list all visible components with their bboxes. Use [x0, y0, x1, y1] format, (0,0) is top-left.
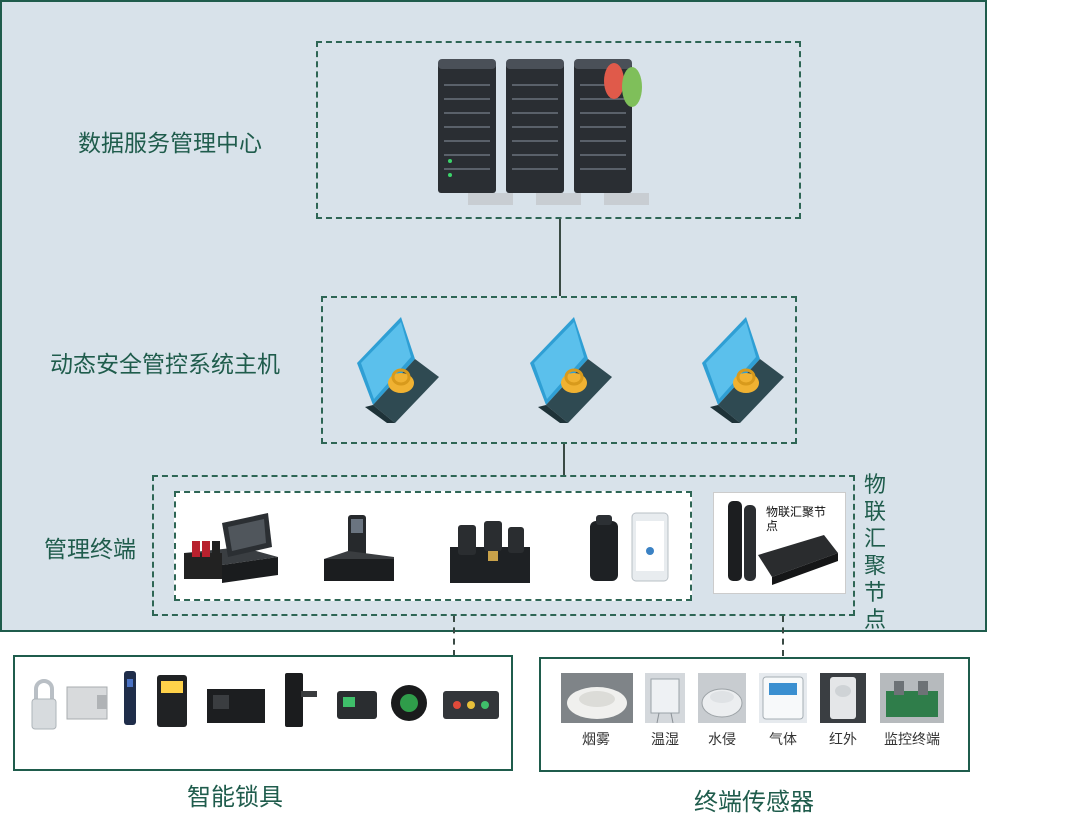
connector-line-2 — [563, 444, 565, 476]
handle-lock-icon — [285, 673, 317, 727]
panel-lock-icon — [157, 675, 187, 727]
switch-lock-icon — [443, 691, 499, 719]
water-sensor-icon — [698, 673, 746, 723]
cabinet-lock-icon — [337, 691, 377, 719]
temp-humidity-sensor-icon — [645, 673, 685, 723]
sensors-box: 烟雾 温湿 水侵 气体 红外 — [539, 657, 970, 772]
smart-locks-box — [13, 655, 513, 771]
padlock-icon — [31, 679, 57, 730]
charging-dock-icon — [184, 513, 278, 583]
round-lock-icon — [391, 685, 427, 721]
sensor-item-temp-humidity: 温湿 — [645, 673, 685, 749]
laptop-lock-icon — [357, 317, 439, 423]
sensor-label: 气体 — [769, 732, 797, 748]
data-center-box — [316, 41, 801, 219]
sensor-label: 监控终端 — [884, 732, 940, 748]
bar-lock-icon — [124, 671, 136, 725]
connector-sensors — [782, 616, 784, 656]
tier-label-mgmt-terminal: 管理终端 — [44, 537, 136, 563]
iot-gateway-icon — [728, 501, 838, 585]
sensor-label: 水侵 — [708, 732, 736, 748]
laptop-lock-icon — [530, 317, 612, 423]
infrared-sensor-icon — [820, 673, 866, 723]
connector-locks — [453, 616, 455, 656]
sensor-item-water: 水侵 — [698, 673, 746, 749]
laptop-lock-icon — [702, 317, 784, 423]
box-lock-icon — [66, 686, 108, 720]
gas-sensor-icon — [759, 673, 807, 723]
iot-node-device-label: 物联汇聚节点 — [766, 505, 827, 533]
monitor-terminal-icon — [880, 673, 944, 723]
sensor-label: 温湿 — [651, 732, 679, 748]
sensor-item-smoke: 烟雾 — [561, 673, 633, 749]
iot-node-device: 物联汇聚节点 — [713, 492, 846, 594]
sensor-item-monitor: 监控终端 — [877, 673, 947, 749]
group-label-terminal-sensors: 终端传感器 — [694, 788, 814, 816]
tier-label-system-host: 动态安全管控系统主机 — [50, 352, 280, 378]
smoke-sensor-icon — [561, 673, 633, 723]
server-rack-icon — [438, 59, 649, 205]
sensor-label: 红外 — [829, 732, 857, 748]
handheld-terminal-icon — [324, 515, 394, 581]
tier-label-iot-node: 物联汇聚节点 — [863, 473, 886, 633]
connector-line-1 — [559, 219, 561, 296]
sensor-label: 烟雾 — [582, 732, 610, 748]
tier-label-data-center: 数据服务管理中心 — [78, 131, 262, 157]
group-label-smart-locks: 智能锁具 — [187, 783, 283, 811]
terminal-device-box — [174, 491, 692, 601]
system-host-box — [321, 296, 797, 444]
sensor-item-gas: 气体 — [759, 673, 807, 749]
door-lock-icon — [207, 689, 265, 723]
sensor-item-infrared: 红外 — [820, 673, 866, 749]
dual-dock-icon — [450, 521, 530, 583]
key-phone-icon — [590, 512, 669, 582]
terminal-outer-box — [152, 475, 855, 616]
